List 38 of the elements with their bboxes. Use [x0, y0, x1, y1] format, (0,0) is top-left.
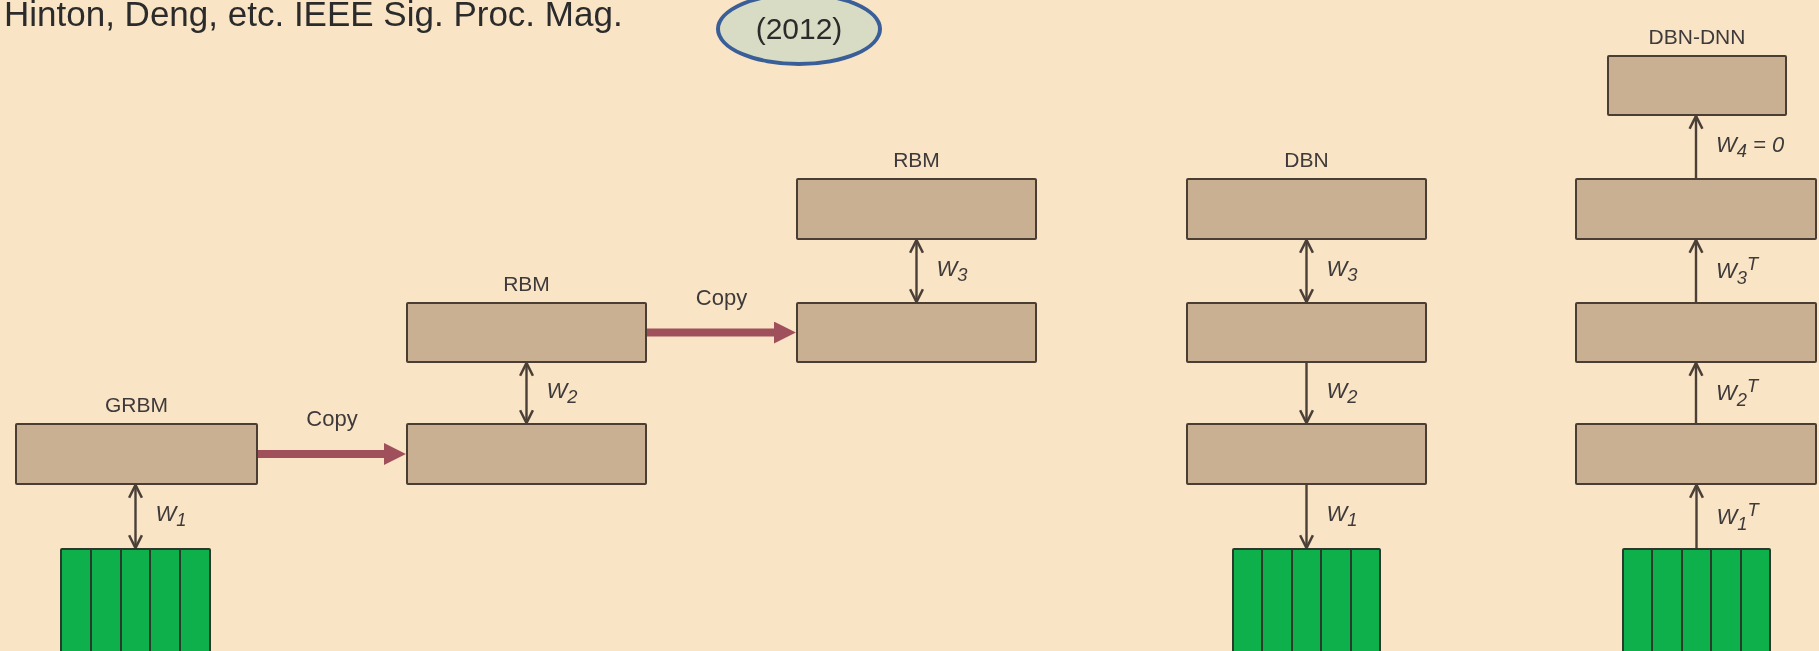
- edge-label: Copy: [306, 406, 358, 432]
- edge-label: W$_{3}$: [936, 255, 968, 287]
- arrow: [1688, 483, 1705, 548]
- edge-label: Copy: [695, 284, 748, 311]
- arrow: [1298, 363, 1315, 425]
- double-arrow: [908, 238, 925, 304]
- arrow: [1298, 485, 1315, 550]
- year-text: (2012): [755, 12, 843, 46]
- edge-label: W$_{2}$: [546, 377, 578, 409]
- double-arrow: [1298, 238, 1315, 304]
- layer-box: [1186, 423, 1427, 485]
- arrow: [1688, 361, 1704, 423]
- input-vector-drawing: [1232, 548, 1381, 651]
- edge-label: W$_{2}$: [1326, 377, 1358, 409]
- edge-label: W$_{1}$: [155, 501, 187, 532]
- double-arrow: [518, 361, 535, 425]
- double-arrow: [127, 483, 144, 550]
- thick-arrow: [258, 443, 406, 465]
- layer-box: [1575, 302, 1817, 363]
- edge-label: W$_{3}$: [1326, 255, 1358, 287]
- layer-heading: RBM: [892, 148, 941, 172]
- thick-arrow: [647, 321, 796, 344]
- layer-heading: RBM: [502, 272, 551, 296]
- layer-box: [1575, 423, 1817, 485]
- edge-label: W$_{1}$: [1326, 501, 1358, 532]
- layer-heading: GRBM: [104, 393, 169, 417]
- layer-heading: DBN-DNN: [1647, 25, 1747, 49]
- arrow: [1688, 114, 1704, 178]
- citation-text: Hinton, Deng, etc. IEEE Sig. Proc. Mag.: [4, 0, 623, 34]
- input-vector-drawing: [1622, 548, 1771, 651]
- layer-box: [1186, 302, 1427, 363]
- layer-box: [406, 423, 647, 485]
- layer-box: [796, 302, 1037, 363]
- layer-box: [1575, 178, 1817, 240]
- arrow: [1688, 238, 1704, 302]
- input-vector-drawing: [60, 548, 211, 651]
- edge-label: W$_{4}$ = 0: [1716, 131, 1785, 163]
- layer-heading: DBN: [1283, 148, 1330, 172]
